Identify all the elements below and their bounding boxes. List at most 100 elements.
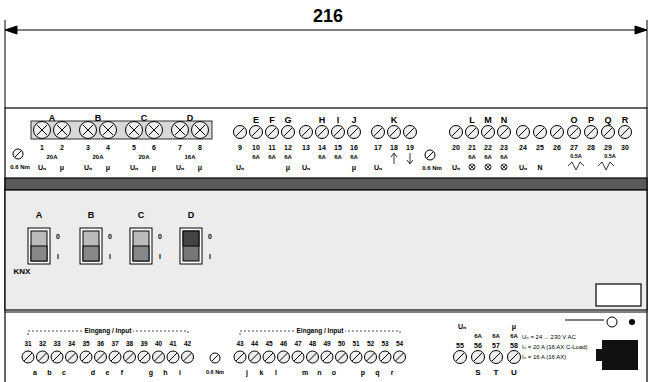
terminal-label: Eingang / Input	[83, 328, 134, 335]
input-terminal	[472, 351, 485, 364]
terminal-label: μ	[512, 323, 516, 330]
terminal-label: I	[159, 253, 161, 260]
terminal-label: 22	[484, 144, 492, 151]
input-terminal	[234, 351, 246, 363]
bus-connector	[565, 319, 604, 320]
terminal-label: C	[138, 211, 145, 220]
terminal-screw	[621, 128, 629, 136]
terminal-label: R	[622, 116, 629, 125]
terminal-label: 44	[251, 341, 258, 348]
input-terminal	[367, 353, 375, 361]
terminal-label: 1	[40, 144, 44, 151]
manual-switch	[83, 246, 99, 261]
input-terminal	[278, 351, 290, 363]
terminal-label: 0.5A	[570, 154, 582, 160]
terminal-label: 27	[570, 144, 578, 151]
terminal-label: 0	[56, 233, 60, 240]
terminal-screw	[234, 126, 247, 139]
terminal-label: e	[106, 369, 110, 376]
terminal-label: D	[187, 114, 194, 123]
terminal-label: 34	[68, 341, 75, 348]
terminal-screw	[568, 126, 581, 139]
terminal-label: Eingang / Input	[295, 328, 346, 335]
terminal-screw	[585, 126, 598, 139]
dimension-line	[5, 20, 647, 108]
input-terminal	[490, 351, 503, 364]
terminal-label: l	[275, 369, 277, 376]
terminal-label: 7	[178, 144, 182, 151]
terminal-label: H	[319, 116, 326, 125]
terminal-label: 11	[268, 144, 275, 151]
terminal-label: Iₙ = 20 A (16 AX C-Load)	[522, 344, 588, 350]
terminal-label: 0.6 Nm	[10, 164, 30, 170]
terminal-label: 6A	[500, 154, 508, 160]
terminal-label: KNX	[14, 268, 31, 276]
input-terminal	[454, 351, 467, 364]
terminal-screw	[498, 126, 511, 139]
symbol	[470, 165, 474, 169]
housing	[596, 284, 641, 306]
terminal-label: Uₙ	[458, 323, 466, 330]
terminal-screw	[300, 126, 313, 139]
terminal-label: 37	[111, 341, 118, 348]
terminal-label: N	[537, 164, 542, 171]
terminal-label: 5	[132, 144, 136, 151]
terminal-screw	[146, 122, 163, 139]
terminal-label: Uₙ = 24 ... 230 V AC	[522, 334, 576, 340]
terminal-screw	[172, 122, 189, 139]
terminal-label: G	[284, 116, 291, 125]
terminal-screw	[570, 128, 578, 136]
terminal-label: I	[57, 253, 59, 260]
terminal-label: 20A	[92, 154, 103, 160]
terminal-label: 56	[474, 342, 482, 349]
terminal-label: g	[149, 369, 153, 376]
terminal-label: 24	[519, 144, 527, 151]
terminal-label: A	[49, 114, 56, 123]
terminal-label: S	[475, 369, 480, 377]
terminal-label: 21	[468, 144, 476, 151]
terminal-label: 26	[553, 144, 561, 151]
terminal-label: U	[511, 369, 517, 377]
terminal-label: 16A	[184, 154, 195, 160]
terminal-screw	[149, 125, 159, 135]
terminal-screw	[551, 126, 564, 139]
terminal-label: 51	[352, 341, 359, 348]
terminal-label: 12	[284, 144, 292, 151]
terminal-label: 58	[510, 342, 518, 349]
manual-switch	[180, 228, 202, 264]
terminal-label: d	[91, 369, 95, 376]
terminal-screw	[129, 125, 139, 135]
terminal-label: μ	[106, 164, 110, 171]
terminal-label: μ	[60, 164, 64, 171]
input-terminal	[510, 353, 518, 361]
terminal-label: 46	[280, 341, 287, 348]
bus-connector	[607, 317, 617, 327]
terminal-label: M	[484, 116, 492, 125]
terminal-label: 4	[106, 144, 110, 151]
adjust-knob	[13, 149, 23, 159]
input-terminal	[124, 351, 136, 363]
terminal-label: p	[361, 369, 365, 376]
terminal-label: 31	[24, 341, 31, 348]
terminal-label: O	[570, 116, 577, 125]
terminal-screw	[37, 125, 47, 135]
input-terminal	[111, 353, 119, 361]
input-terminal	[456, 353, 464, 361]
input-terminal	[379, 351, 391, 363]
bus-connector	[596, 349, 604, 361]
terminal-label: Uₙ	[236, 164, 244, 171]
terminal-screw	[268, 128, 276, 136]
manual-switch	[183, 231, 199, 261]
bus-connector	[629, 319, 635, 325]
terminal-label: Uₙ	[84, 164, 92, 171]
housing	[5, 311, 647, 312]
manual-switch	[183, 231, 199, 246]
symbol	[485, 164, 491, 170]
terminal-screw	[406, 128, 414, 136]
symbol	[391, 153, 614, 170]
input-terminal	[126, 353, 134, 361]
terminal-screw	[390, 128, 398, 136]
terminal-screw	[175, 125, 185, 135]
terminal-label: 14	[318, 144, 326, 151]
terminal-label: 10	[252, 144, 260, 151]
